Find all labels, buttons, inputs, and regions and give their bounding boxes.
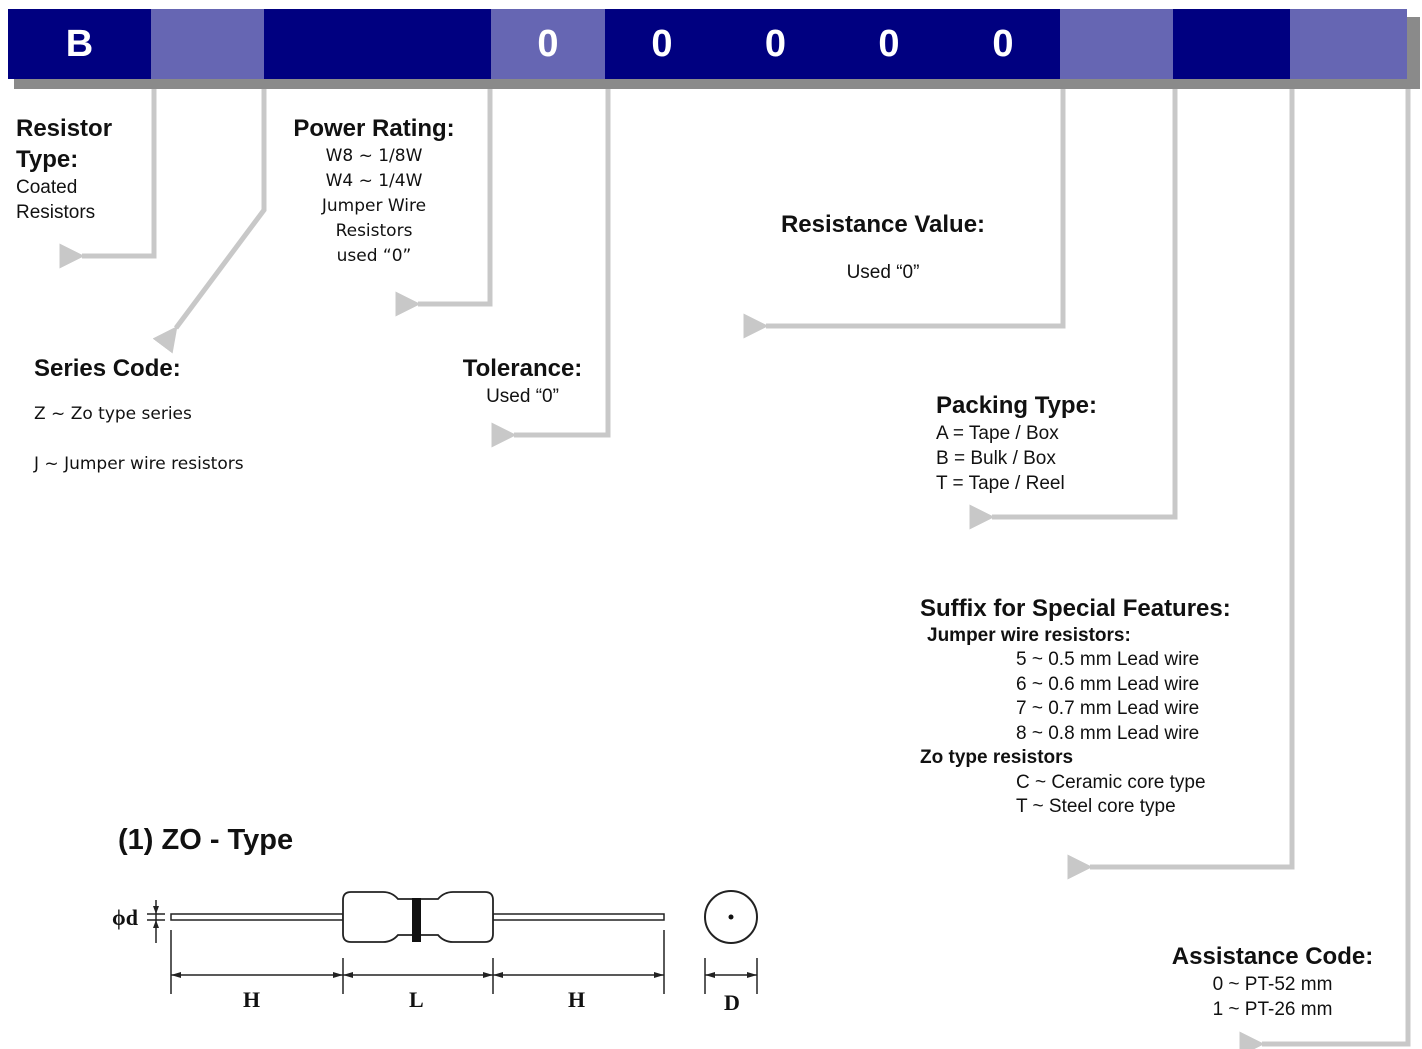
assistance-code-title: Assistance Code: — [1171, 943, 1374, 970]
code-cell-8: 0 — [946, 9, 1060, 79]
leader-resistor-type — [59, 82, 157, 269]
leader-packing-type — [969, 82, 1178, 530]
power-rating-line: W8 ~ 1/8W — [325, 146, 423, 166]
suffix-jumper-header: Jumper wire resistors: — [927, 625, 1131, 646]
series-code-title: Series Code: — [34, 355, 181, 382]
resistor-type-title: Resistor — [16, 115, 113, 142]
suffix-jumper-line: 7 ~ 0.7 mm Lead wire — [1016, 698, 1200, 719]
power-rating-label: Power Rating: W8 ~ 1/8W W4 ~ 1/4W Jumper… — [274, 113, 474, 269]
tolerance-text: Used “0” — [486, 386, 559, 407]
dim-d: D — [724, 990, 740, 1015]
resistor-type-line: Resistors — [16, 202, 96, 223]
lead-diameter-label: ϕd — [112, 905, 138, 930]
code-cell-11 — [1290, 9, 1407, 79]
assistance-code-line: 1 ~ PT-26 mm — [1212, 999, 1333, 1020]
code-cell-2 — [151, 9, 264, 79]
resistor-type-line: Coated — [16, 177, 78, 198]
code-cell-4: 0 — [491, 9, 605, 79]
resistor-type-label: Resistor Type: Coated Resistors — [16, 113, 112, 225]
resistor-type-title-2: Type: — [16, 146, 79, 173]
code-cell-6: 0 — [719, 9, 832, 79]
resistance-value-label: Resistance Value: Used “0” — [758, 209, 1008, 285]
code-cell-10 — [1173, 9, 1290, 79]
dim-h-left: H — [243, 987, 261, 1012]
leader-resistance-value — [743, 82, 1066, 339]
suffix-label: Suffix for Special Features: Jumper wire… — [920, 593, 1300, 820]
packing-type-line: B = Bulk / Box — [936, 448, 1056, 469]
packing-type-label: Packing Type: A = Tape / Box B = Bulk / … — [936, 390, 1097, 496]
suffix-zo-header: Zo type resistors — [920, 747, 1074, 768]
resistance-value-title: Resistance Value: — [780, 211, 986, 238]
suffix-jumper-line: 5 ~ 0.5 mm Lead wire — [1016, 649, 1200, 670]
tolerance-label: Tolerance: Used “0” — [440, 353, 605, 409]
tolerance-title: Tolerance: — [462, 355, 583, 382]
dim-l: L — [409, 987, 424, 1012]
series-code-line: Z ~ Zo type series — [34, 404, 192, 424]
series-code-label: Series Code: Z ~ Zo type series J ~ Jump… — [34, 353, 244, 477]
series-code-line: J ~ Jumper wire resistors — [34, 454, 244, 474]
dim-h-right: H — [568, 987, 586, 1012]
code-cell-5: 0 — [605, 9, 719, 79]
packing-type-title: Packing Type: — [936, 392, 1097, 419]
leader-power-rating — [395, 82, 493, 317]
power-rating-line: Resistors — [335, 221, 413, 241]
code-cell-9 — [1060, 9, 1173, 79]
color-band — [412, 898, 421, 942]
assistance-code-label: Assistance Code: 0 ~ PT-52 mm 1 ~ PT-26 … — [1150, 941, 1395, 1022]
packing-type-line: T = Tape / Reel — [936, 473, 1065, 494]
suffix-jumper-line: 8 ~ 0.8 mm Lead wire — [1016, 722, 1200, 744]
power-rating-line: Jumper Wire — [321, 196, 427, 216]
leader-suffix — [1067, 82, 1295, 880]
right-lead — [492, 913, 665, 921]
code-cell-1: B — [8, 9, 151, 79]
leader-tolerance — [491, 82, 611, 448]
left-lead — [170, 913, 344, 921]
resistance-value-text: Used “0” — [846, 262, 920, 283]
power-rating-line: W4 ~ 1/4W — [325, 171, 423, 191]
code-cell-7: 0 — [832, 9, 946, 79]
end-view-center — [728, 914, 734, 920]
zo-type-title: (1) ZO - Type — [118, 824, 294, 856]
power-rating-title: Power Rating: — [293, 115, 455, 142]
assistance-code-line: 0 ~ PT-52 mm — [1212, 974, 1333, 995]
suffix-zo-line: T ~ Steel core type — [1016, 796, 1176, 817]
packing-type-line: A = Tape / Box — [936, 423, 1059, 444]
leader-assistance-code — [1239, 82, 1411, 1049]
code-cell-3 — [264, 9, 491, 79]
suffix-jumper-line: 6 ~ 0.6 mm Lead wire — [1016, 673, 1200, 695]
suffix-title: Suffix for Special Features: — [920, 595, 1231, 622]
suffix-zo-line: C ~ Ceramic core type — [1016, 771, 1206, 793]
end-view-circle — [704, 890, 758, 944]
leader-series-code — [152, 82, 267, 354]
power-rating-line: used “0” — [336, 246, 412, 266]
